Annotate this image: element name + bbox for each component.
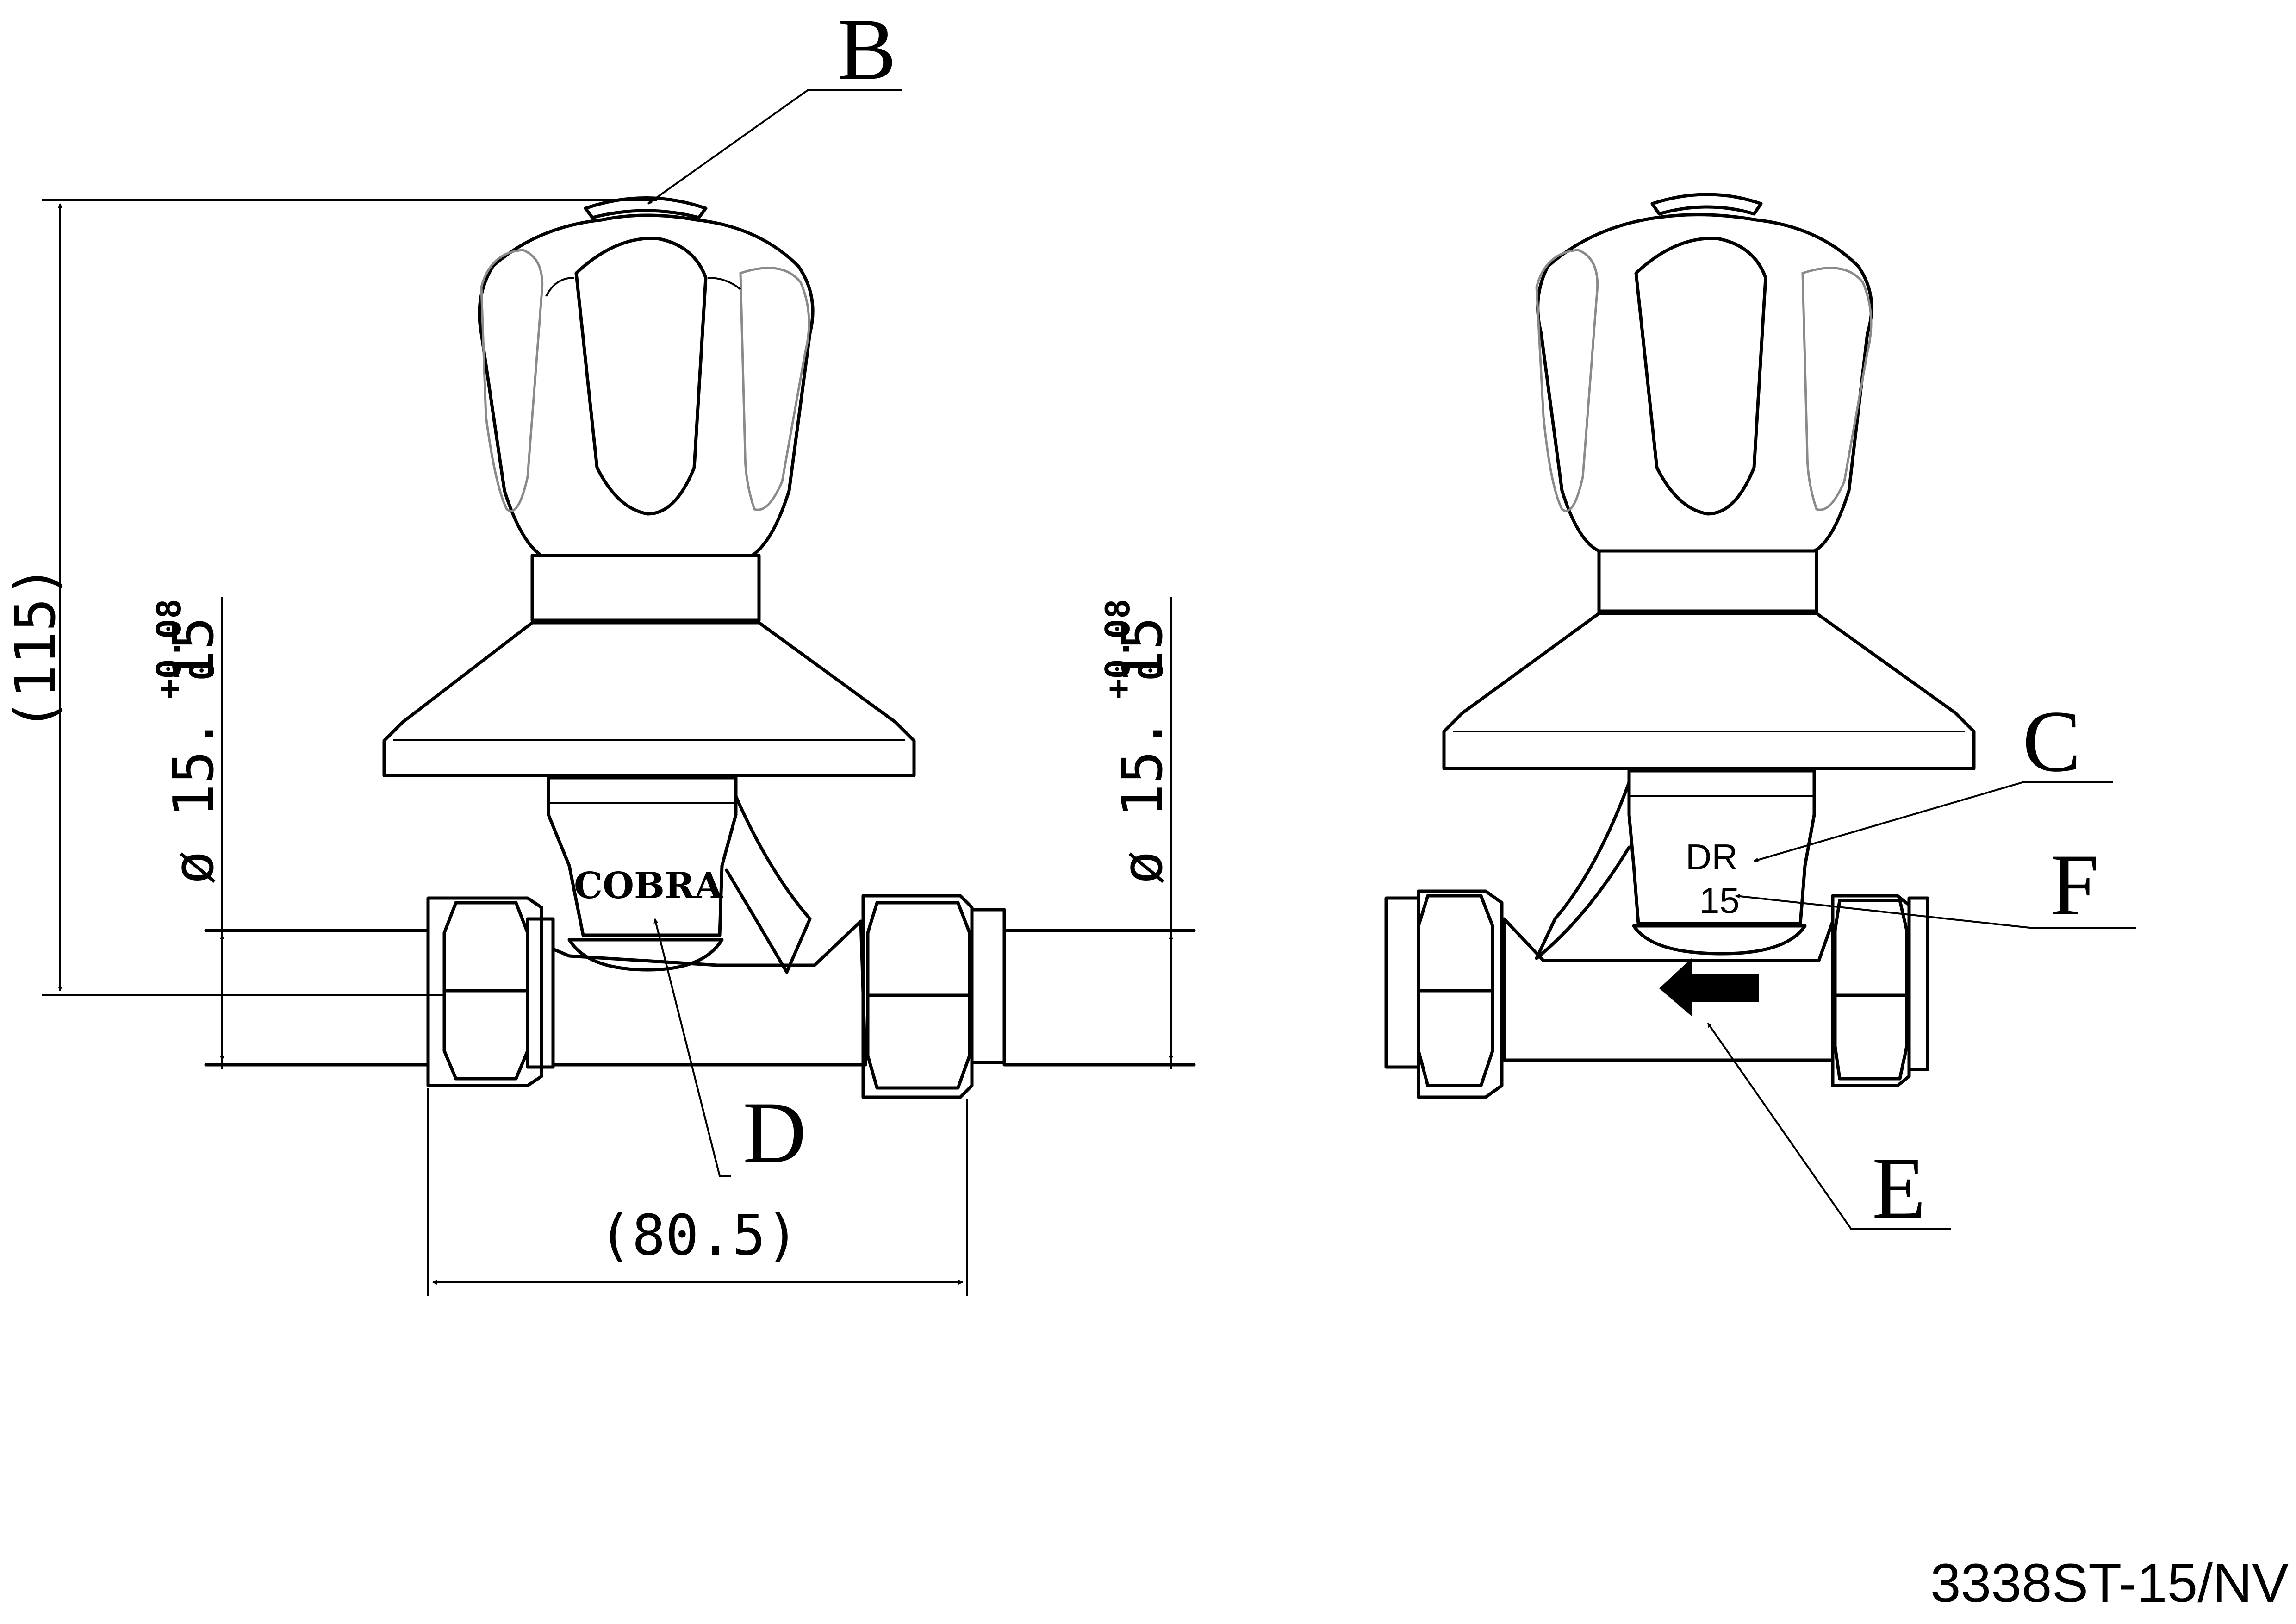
compression-nut-right (861, 894, 974, 1099)
height-dimension: (115) (4, 564, 68, 731)
compression-nut-left (426, 896, 543, 1087)
handle-head (478, 213, 815, 557)
handle-lobe (480, 249, 544, 512)
dimension-lines (42, 199, 1173, 1296)
tolerance-upper-left: +0.08 (149, 599, 188, 699)
valve-body (551, 919, 867, 1067)
valve-front-view (204, 196, 1196, 1099)
tolerance-upper-right: +0.08 (1098, 599, 1137, 699)
bore-dimension-left: ø 15. 15 (162, 617, 226, 884)
size-prefix-mark: DR (1686, 837, 1738, 877)
handle-lobe (574, 237, 708, 516)
callout-leaders (647, 89, 2136, 1230)
part-number: 3338ST-15/NV (1930, 1553, 2289, 1614)
brand-mark: COBRA (574, 865, 723, 907)
handle-head (1536, 213, 1873, 553)
tolerance-lower-left: 0 (183, 661, 222, 681)
bell-cover (382, 621, 916, 777)
flow-arrow (1659, 958, 1759, 1016)
size-mark: 15 (1699, 880, 1740, 921)
tolerance-lower-right: 0 (1132, 661, 1170, 681)
handle-neck (530, 554, 761, 622)
valve-side-view (1384, 193, 1976, 1099)
callout-d: D (743, 1084, 806, 1181)
handle-lobe (739, 267, 810, 511)
length-dimension: (80.5) (598, 1204, 799, 1268)
callout-c: C (2022, 693, 2081, 790)
bore-dimension-right: ø 15. 15 (1111, 617, 1175, 884)
callout-f: F (2050, 837, 2099, 934)
callout-e: E (1872, 1140, 1926, 1237)
callout-b: B (838, 1, 896, 98)
spindle-body (547, 776, 738, 937)
